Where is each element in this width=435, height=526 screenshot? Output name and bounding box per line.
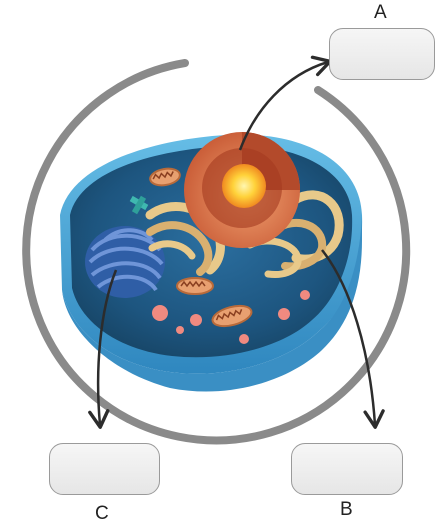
label-box-a[interactable]: [329, 28, 435, 80]
label-letter-a: A: [374, 2, 387, 24]
label-box-c[interactable]: [49, 443, 160, 495]
nucleolus: [222, 164, 266, 208]
label-letter-c: C: [95, 503, 109, 525]
nucleus: [184, 132, 300, 248]
label-box-b[interactable]: [291, 443, 403, 495]
endoplasmic-reticulum: [85, 226, 165, 298]
label-letter-b: B: [340, 499, 353, 521]
animal-cell: [60, 132, 362, 392]
